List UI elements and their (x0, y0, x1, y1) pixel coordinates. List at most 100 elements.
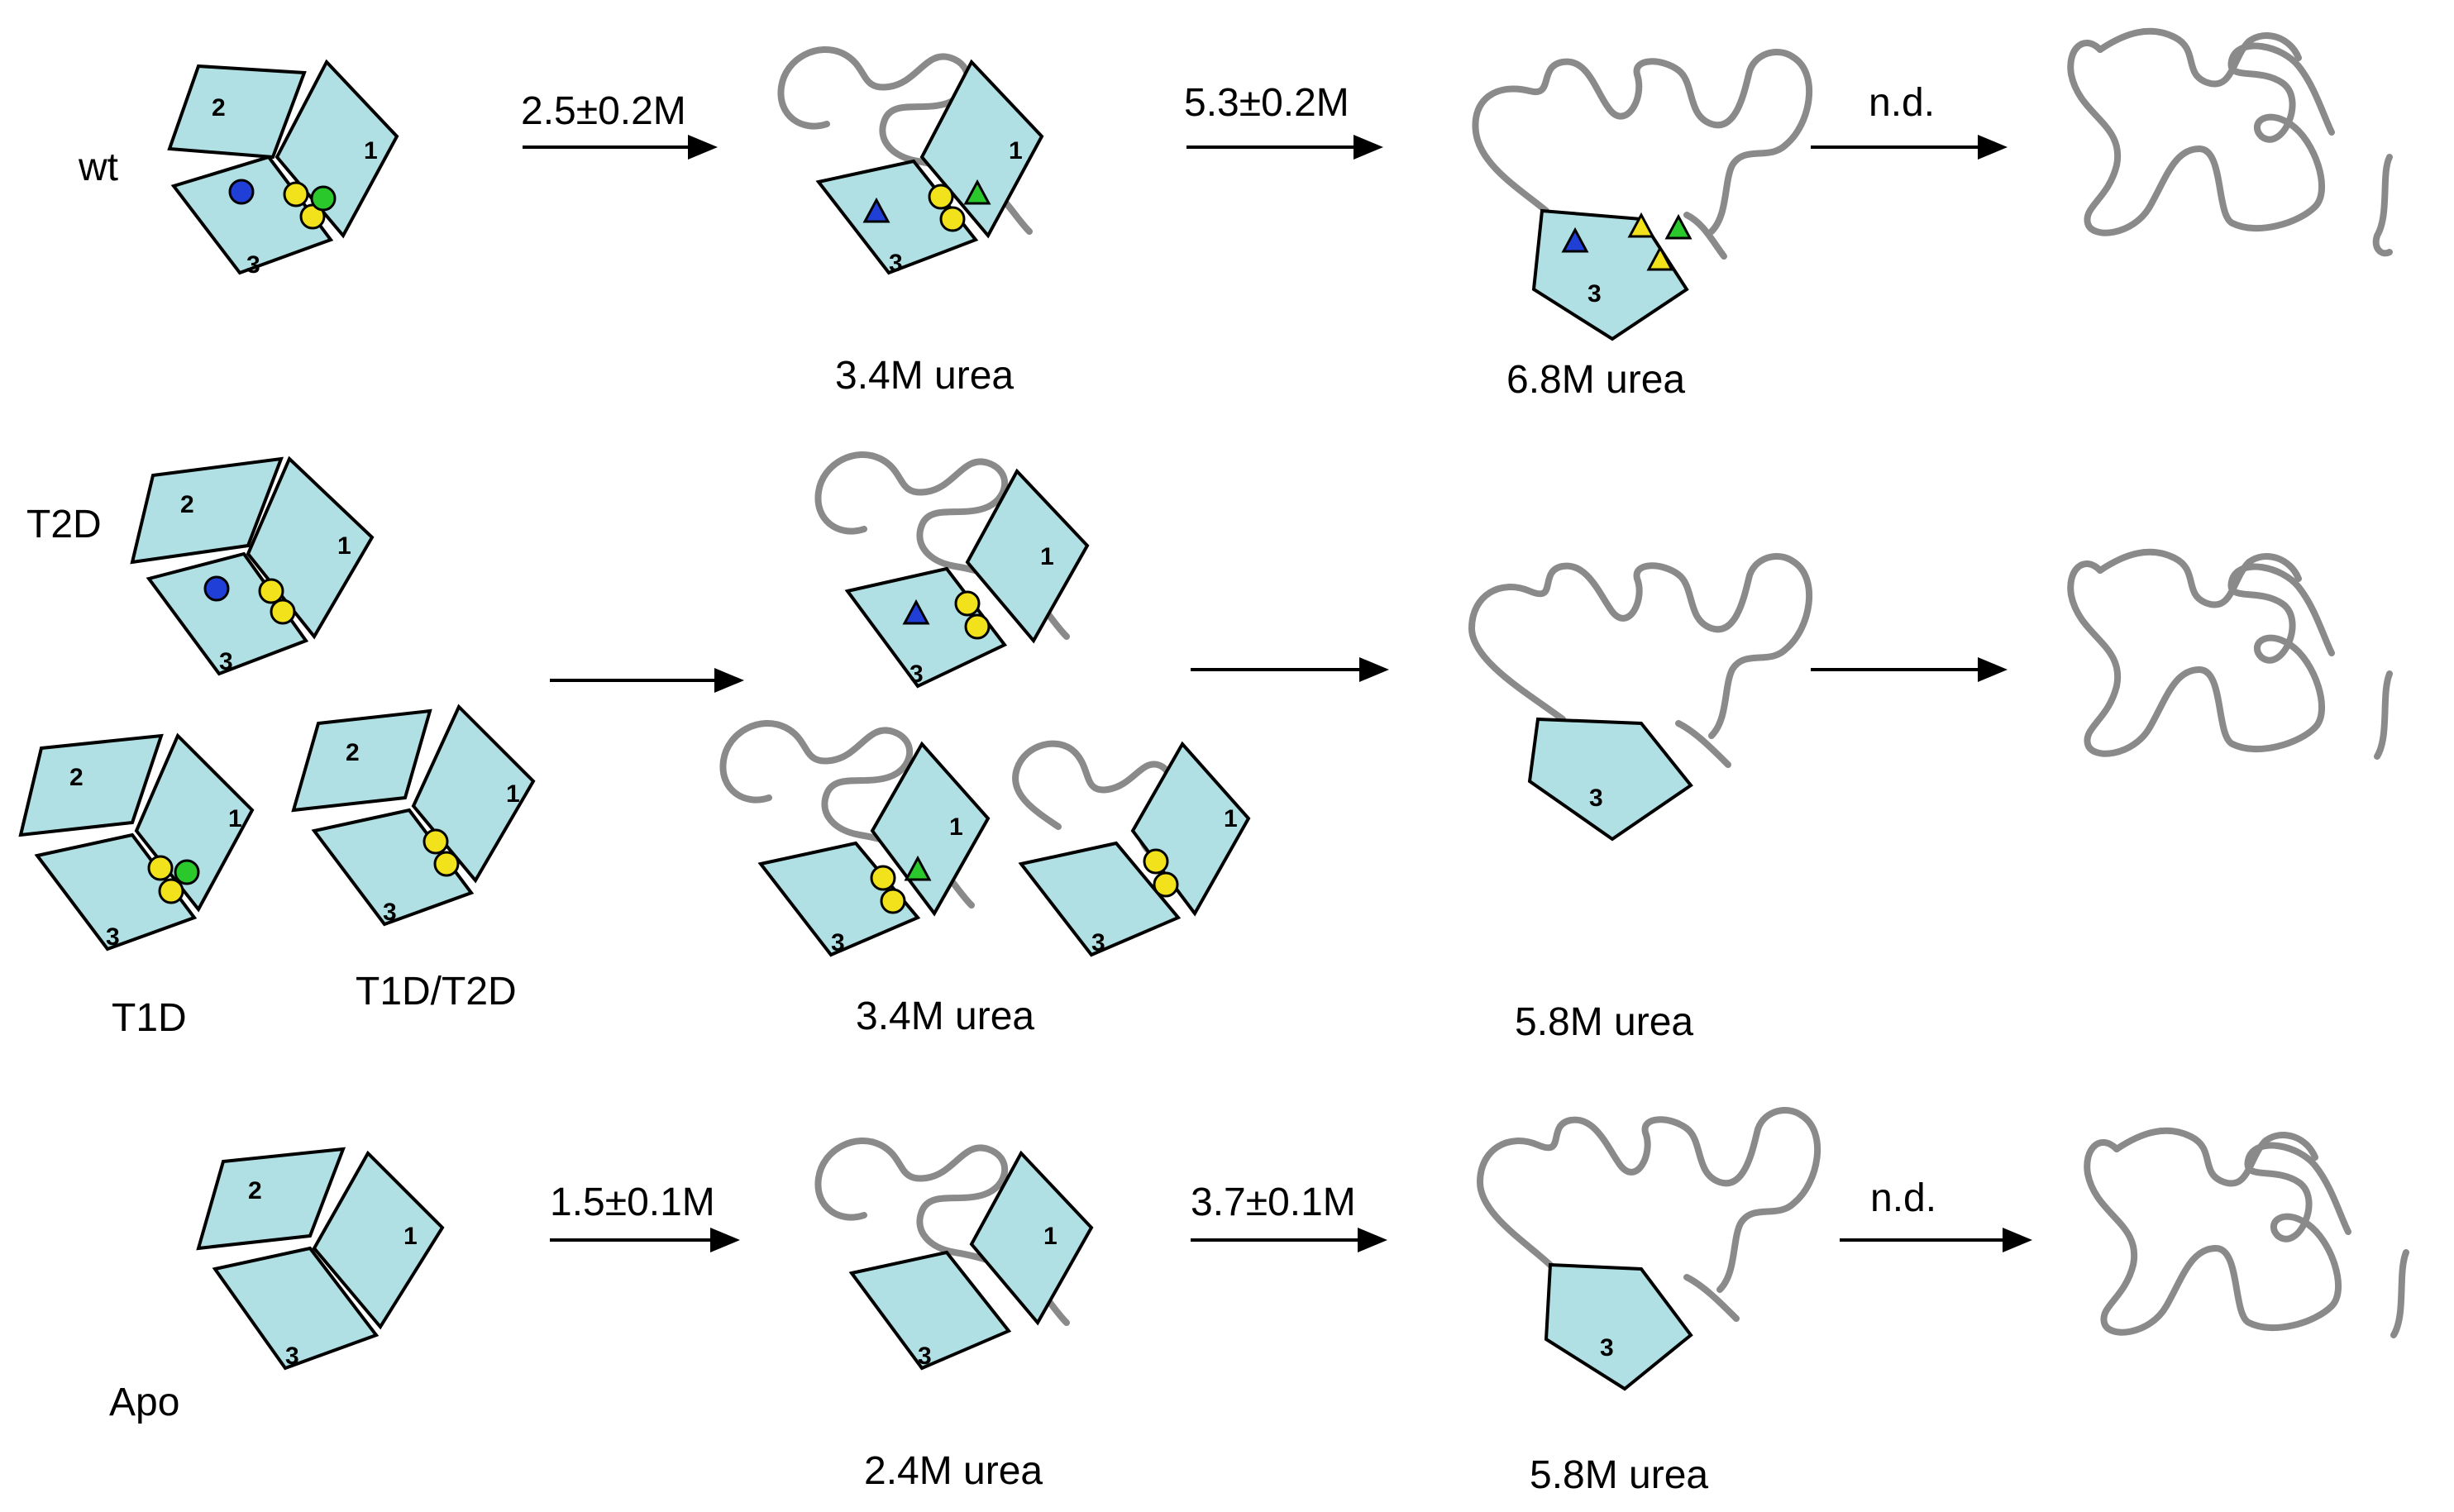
row-label-t1d: T1D (112, 996, 187, 1040)
domain-3-label: 3 (910, 661, 924, 688)
yellow-ion-circle (1143, 848, 1169, 875)
domain-3 (815, 159, 979, 275)
yellow-ion-circle (1153, 871, 1179, 898)
domain-1 (965, 468, 1090, 644)
row-label-apo: Apo (109, 1381, 179, 1424)
green-ion-circle (310, 185, 337, 212)
t2d-intermediate-state: 1 3 (818, 455, 1090, 689)
yellow-ion-circle (258, 578, 284, 604)
apo-intermediate-state: 1 3 2.4M urea (818, 1141, 1094, 1493)
fully-unfolded-chain-top (2113, 1127, 2318, 1187)
yellow-ion-circle (283, 181, 309, 207)
domain-1-label: 1 (1040, 543, 1054, 570)
domain-1 (1130, 741, 1251, 917)
domain-2-label: 2 (69, 764, 84, 791)
domain-2 (167, 64, 307, 160)
wt-intermediate-state: 1 3 3.4M urea (781, 50, 1044, 398)
domain-3 (170, 155, 334, 275)
domain-3 (848, 1250, 1012, 1371)
domain-3-label: 3 (285, 1343, 299, 1370)
t1d-t2d-intermediate-state: 1 3 (1015, 741, 1251, 957)
domain-2 (196, 1147, 346, 1251)
blue-ion-circle (228, 179, 255, 205)
domain-1-label: 1 (506, 780, 520, 808)
domain-3-label: 3 (918, 1343, 932, 1370)
yellow-ion-circle (954, 590, 981, 617)
unfolded-chain (1472, 48, 1813, 260)
domain-1-label: 1 (403, 1223, 418, 1250)
domain-1 (969, 1150, 1094, 1326)
domain-3-label: 3 (246, 251, 260, 279)
domain-1-label: 1 (1224, 805, 1238, 832)
yellow-ion-circle (270, 599, 296, 625)
yellow-ion-triangle (1627, 212, 1655, 238)
t1d-t2d-native-state: 2 1 3 T1D/T2D (291, 704, 536, 1014)
wt-arrow-3-label: n.d. (1869, 81, 1935, 125)
green-ion-triangle (963, 179, 991, 205)
domain-3 (146, 551, 309, 676)
domain-3-label: 3 (383, 899, 397, 926)
yellow-ion-circle (964, 613, 991, 640)
domain-1-label: 1 (949, 813, 963, 841)
apo-state3-caption: 5.8M urea (1530, 1453, 1708, 1497)
domain-3-label: 3 (106, 923, 120, 951)
t2d-native-state: 2 1 3 (130, 456, 375, 676)
blue-ion-circle (203, 575, 230, 602)
domain-1-label: 1 (1009, 137, 1023, 165)
wt-native-state: 2 1 3 (167, 59, 399, 279)
domain-3 (212, 1246, 380, 1371)
domain-3-label: 3 (889, 250, 903, 277)
domain-2-label: 2 (180, 491, 194, 518)
fully-unfolded-chain-top (2097, 27, 2302, 88)
yellow-ion-circle (147, 855, 174, 881)
unfolded-chain (1468, 552, 1813, 768)
yellow-ion-circle (880, 888, 906, 914)
green-ion-triangle (1664, 213, 1692, 240)
domain-3-label: 3 (1600, 1334, 1614, 1362)
domain-2-label: 2 (346, 739, 360, 766)
mutants-arrow-3 (1811, 657, 2008, 682)
t1d-native-state: 2 1 3 T1D (18, 732, 255, 1040)
wt-arrow-1-label: 2.5±0.2M (521, 89, 686, 133)
domain-3-label: 3 (1091, 929, 1105, 956)
domain-1-label: 1 (364, 137, 378, 165)
apo-state2-caption: 2.4M urea (864, 1449, 1043, 1493)
row-wt: wt 2 1 3 2.5±0.2M 1 3 (78, 27, 2393, 402)
domain-1 (870, 741, 991, 917)
domain-3-label: 3 (1589, 785, 1603, 812)
fully-unfolded-chain-top (2097, 548, 2302, 608)
apo-arrow-1: 1.5±0.1M (550, 1181, 740, 1252)
mutants-arrow-2 (1191, 657, 1389, 682)
mutants-arrow-1 (550, 668, 744, 693)
domain-2 (130, 456, 284, 565)
wt-partly-unfolded-state: 3 6.8M urea (1472, 48, 1813, 402)
domain-2-label: 2 (212, 94, 226, 122)
domain-2-label: 2 (248, 1177, 262, 1204)
row-label-t1d-t2d: T1D/T2D (356, 970, 517, 1014)
domain-3 (1531, 208, 1689, 341)
domain-1-label: 1 (1043, 1223, 1058, 1250)
domain-3-label: 3 (219, 648, 233, 675)
domain-1-label: 1 (228, 805, 242, 832)
row-label-wt: wt (78, 145, 118, 189)
apo-partly-unfolded-state: 3 5.8M urea (1477, 1106, 1821, 1497)
yellow-ion-circle (433, 851, 460, 877)
apo-native-state: 2 1 3 (196, 1147, 445, 1371)
blue-ion-triangle (862, 197, 890, 223)
domain-2 (291, 708, 432, 813)
green-ion-circle (174, 859, 200, 885)
domain-3-label: 3 (1587, 280, 1602, 308)
apo-arrow-1-label: 1.5±0.1M (550, 1181, 715, 1224)
domain-3 (311, 808, 475, 927)
mutants-partly-unfolded-state: 3 5.8M urea (1468, 552, 1813, 1044)
yellow-ion-triangle (1646, 245, 1674, 271)
domain-3 (34, 832, 198, 952)
apo-arrow-2: 3.7±0.1M (1191, 1181, 1387, 1252)
t1d-intermediate-state: 1 3 (723, 723, 991, 957)
domain-3 (1527, 717, 1693, 842)
domain-2 (18, 733, 164, 837)
green-ion-triangle (904, 855, 932, 881)
yellow-ion-circle (870, 865, 896, 891)
mutants-state2-caption: 3.4M urea (856, 994, 1034, 1038)
